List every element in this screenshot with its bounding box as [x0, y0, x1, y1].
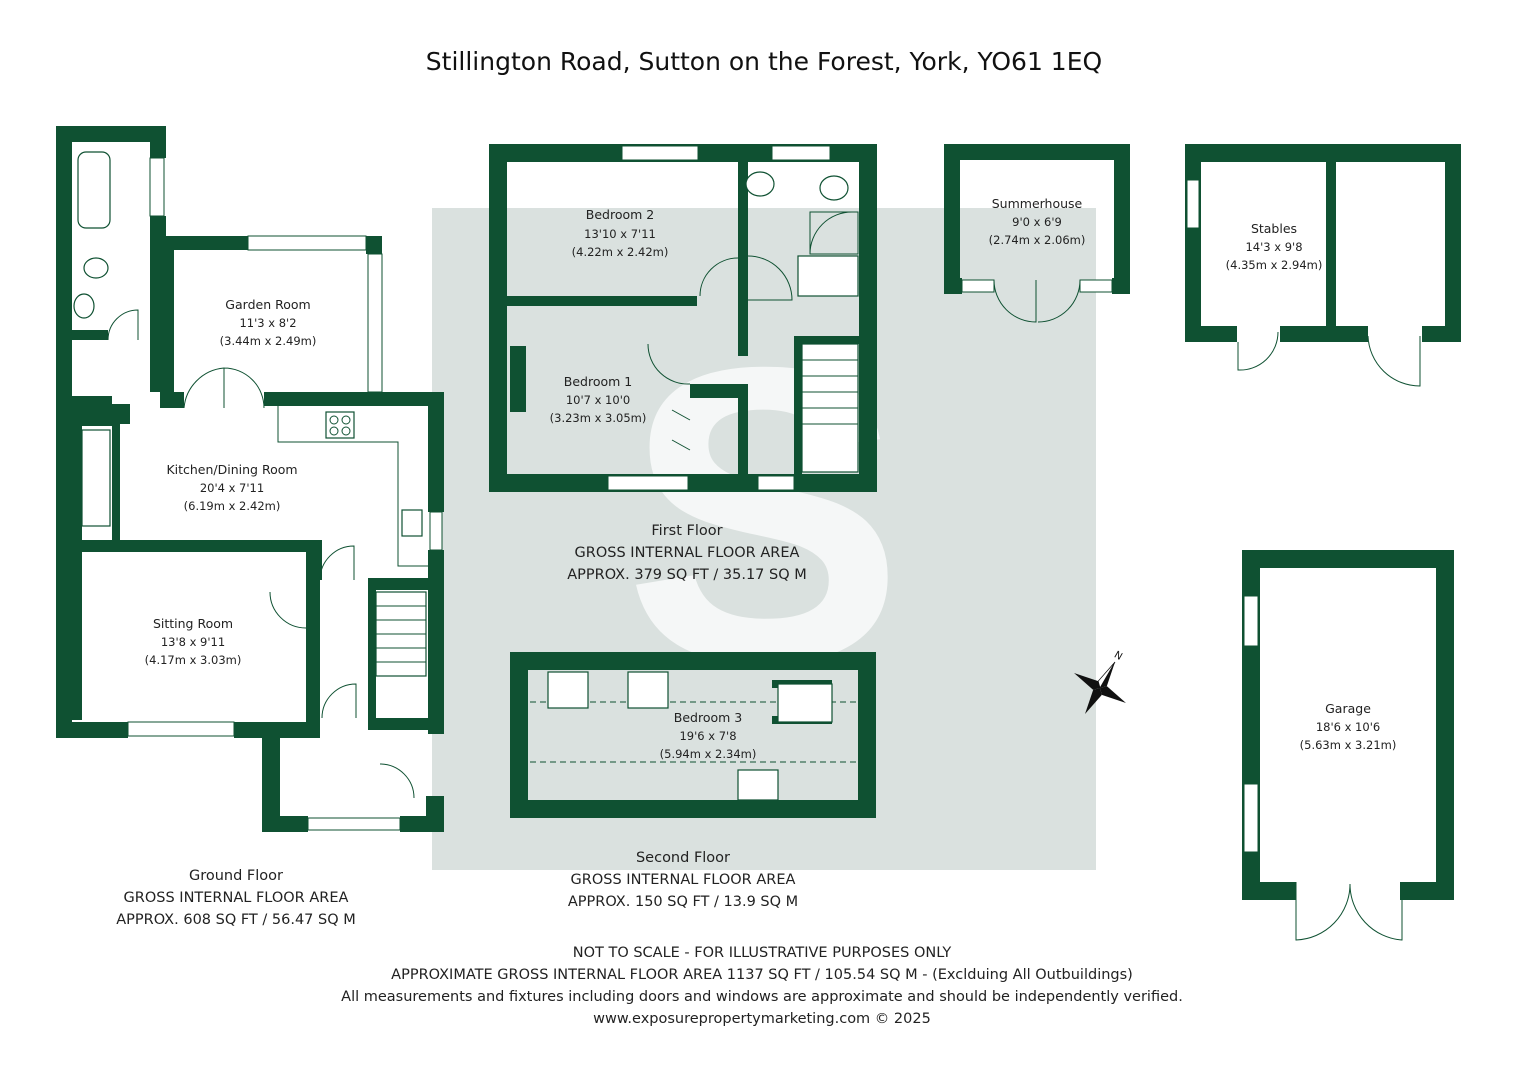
compass-icon: N	[1074, 650, 1126, 714]
kitchen-name: Kitchen/Dining Room	[166, 462, 297, 477]
stables-plan	[1185, 144, 1461, 387]
stables-name: Stables	[1251, 221, 1297, 236]
garage-plan	[1242, 550, 1454, 941]
first-floor-name: First Floor	[651, 523, 722, 539]
ground-floor-label: GROSS INTERNAL FLOOR AREA	[124, 890, 349, 906]
plan-title: Stillington Road, Sutton on the Forest, …	[426, 47, 1102, 76]
bedroom3-name: Bedroom 3	[674, 710, 742, 725]
sitting-room-imperial: 13'8 x 9'11	[161, 635, 225, 649]
footer-line4: www.exposurepropertymarketing.com © 2025	[593, 1011, 931, 1027]
garden-room-metric: (3.44m x 2.49m)	[220, 334, 317, 348]
summerhouse-metric: (2.74m x 2.06m)	[989, 233, 1086, 247]
bedroom2-imperial: 13'10 x 7'11	[584, 227, 656, 241]
footer-notes: NOT TO SCALE - FOR ILLUSTRATIVE PURPOSES…	[341, 945, 1183, 1027]
sitting-room-name: Sitting Room	[153, 616, 233, 631]
garage-metric: (5.63m x 3.21m)	[1300, 738, 1397, 752]
bedroom1-imperial: 10'7 x 10'0	[566, 393, 630, 407]
second-floor-name: Second Floor	[636, 850, 730, 866]
bedroom1-metric: (3.23m x 3.05m)	[550, 411, 647, 425]
sitting-room-metric: (4.17m x 3.03m)	[145, 653, 242, 667]
summerhouse-plan	[944, 144, 1130, 323]
kitchen-imperial: 20'4 x 7'11	[200, 481, 264, 495]
second-floor-area: APPROX. 150 SQ FT / 13.9 SQ M	[568, 894, 798, 910]
summerhouse-name: Summerhouse	[992, 196, 1083, 211]
footer-line1: NOT TO SCALE - FOR ILLUSTRATIVE PURPOSES…	[573, 945, 952, 961]
ground-floor-name: Ground Floor	[189, 868, 283, 884]
garden-room-name: Garden Room	[225, 297, 310, 312]
ground-floor-area: APPROX. 608 SQ FT / 56.47 SQ M	[116, 912, 356, 928]
footer-line2: APPROXIMATE GROSS INTERNAL FLOOR AREA 11…	[391, 967, 1133, 983]
garage-name: Garage	[1325, 701, 1371, 716]
first-floor-label: GROSS INTERNAL FLOOR AREA	[575, 545, 800, 561]
room-labels: Bedroom 2 13'10 x 7'11 (4.22m x 2.42m) B…	[145, 196, 1397, 761]
footer-line3: All measurements and fixtures including …	[341, 989, 1183, 1005]
bedroom2-metric: (4.22m x 2.42m)	[572, 245, 669, 259]
first-floor-area: APPROX. 379 SQ FT / 35.17 SQ M	[567, 567, 807, 583]
bedroom1-name: Bedroom 1	[564, 374, 632, 389]
second-floor-plan	[510, 652, 876, 818]
first-floor-plan	[489, 144, 877, 492]
bedroom2-name: Bedroom 2	[586, 207, 654, 222]
second-floor-label: GROSS INTERNAL FLOOR AREA	[571, 872, 796, 888]
floor-area-labels: First Floor GROSS INTERNAL FLOOR AREA AP…	[116, 523, 807, 928]
stables-imperial: 14'3 x 9'8	[1245, 240, 1302, 254]
summerhouse-imperial: 9'0 x 6'9	[1012, 215, 1062, 229]
ground-floor-plan	[56, 126, 444, 832]
stables-metric: (4.35m x 2.94m)	[1226, 258, 1323, 272]
svg-text:N: N	[1112, 650, 1124, 663]
bedroom3-metric: (5.94m x 2.34m)	[660, 747, 757, 761]
garage-imperial: 18'6 x 10'6	[1316, 720, 1380, 734]
garden-room-imperial: 11'3 x 8'2	[239, 316, 296, 330]
bedroom3-imperial: 19'6 x 7'8	[679, 729, 736, 743]
kitchen-metric: (6.19m x 2.42m)	[184, 499, 281, 513]
